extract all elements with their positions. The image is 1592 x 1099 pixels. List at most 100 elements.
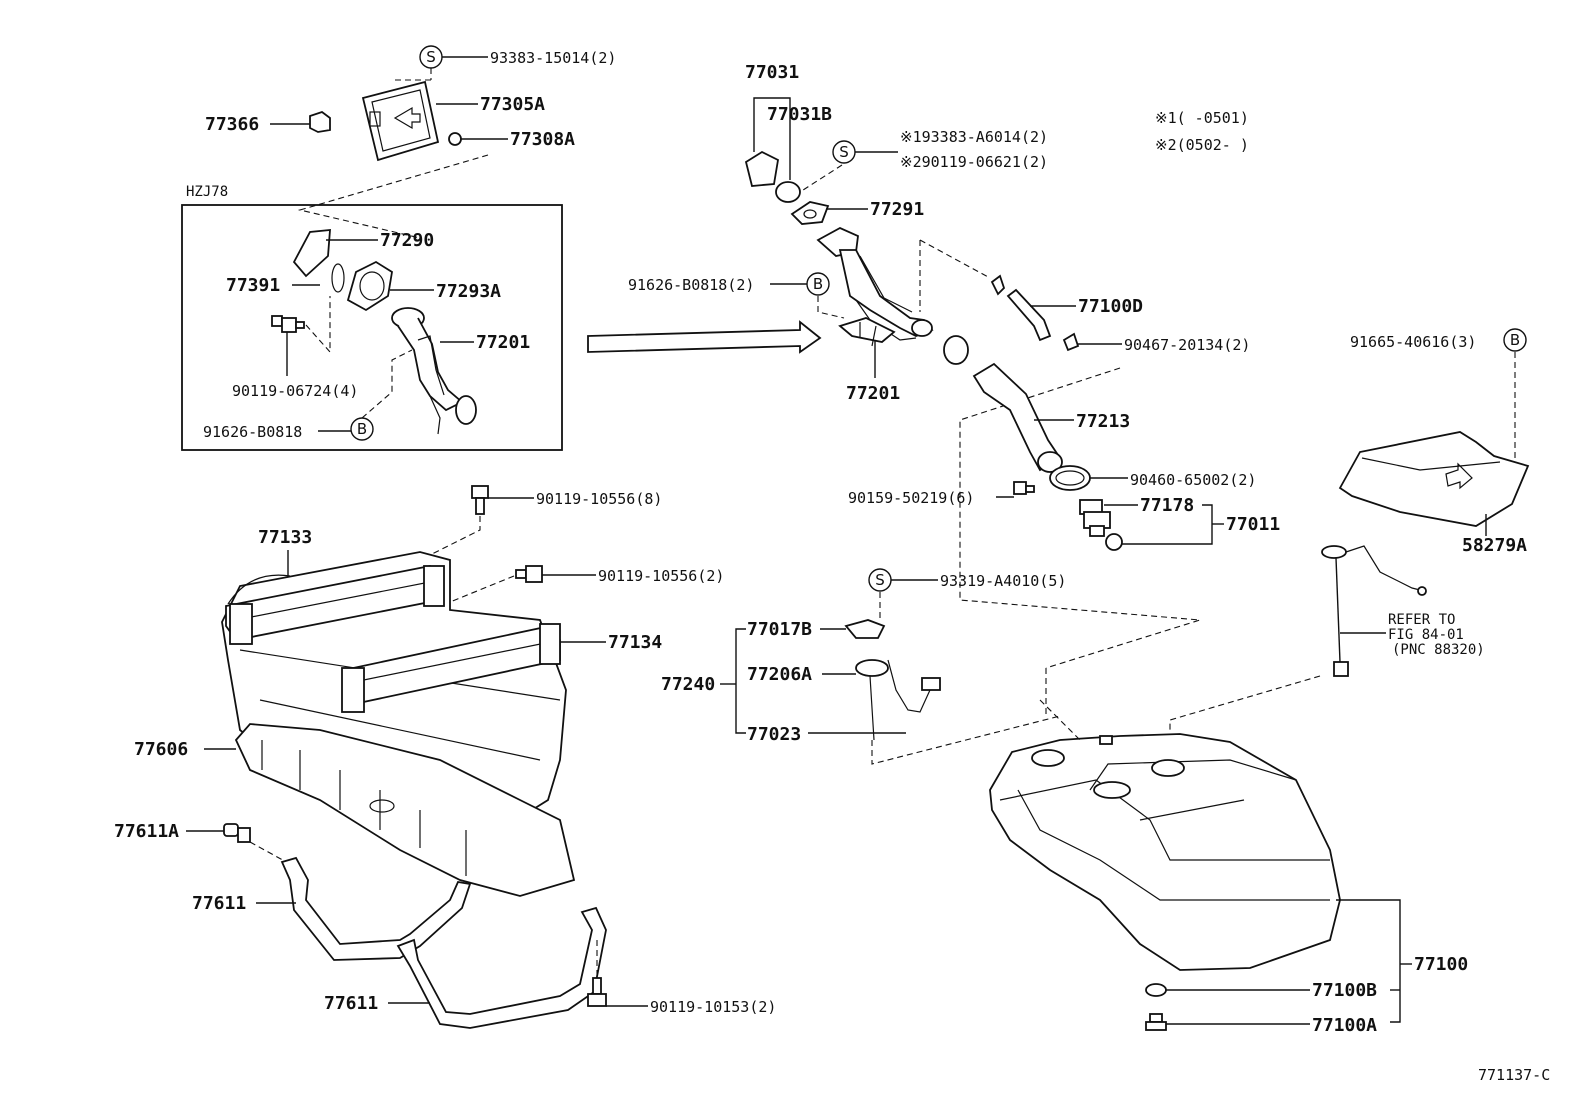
label-77031B: 77031B: [767, 104, 832, 125]
figure-id: 771137-C: [1478, 1066, 1550, 1084]
label-77201: 77201: [846, 383, 900, 404]
svg-text:S: S: [839, 143, 849, 161]
fuel-lid-part: [361, 80, 440, 162]
svg-text:S: S: [426, 48, 436, 66]
label-93319-A4010: 93319-A4010(5): [940, 572, 1066, 590]
label-77031: 77031: [745, 62, 799, 83]
hzj78-inset-box: HZJ78 77290 77391 77293A 77201 90119-067…: [181, 184, 563, 451]
label-58279A: 58279A: [1462, 535, 1527, 556]
filler-pipe-77201-box-part: [391, 307, 477, 435]
refer-line-3: (PNC 88320): [1392, 642, 1485, 658]
label-77366: 77366: [205, 114, 259, 135]
band-77611-upper-part: [280, 856, 472, 961]
note-2: ※2(0502- ): [1155, 136, 1249, 154]
clip-77366-part: [309, 110, 331, 133]
label-77178: 77178: [1140, 495, 1194, 516]
gasket-77031B-part: [775, 181, 801, 203]
label-90460-65002: 90460-65002(2): [1130, 471, 1256, 489]
label-91665-40616: 91665-40616(3): [1350, 333, 1476, 351]
label-hzj78: HZJ78: [186, 184, 228, 200]
label-90119-06724: 90119-06724(4): [232, 382, 358, 400]
plug-77100A-part: [1145, 1013, 1167, 1031]
filler-pipe-group: 77031 77031B ※193383-A6014(2) ※290119-06…: [628, 62, 1280, 669]
label-77100A: 77100A: [1312, 1015, 1377, 1036]
b-symbol-icon: [806, 272, 830, 296]
clamp-77100D-part: [990, 274, 1006, 296]
union-77178-part: [1079, 499, 1111, 537]
label-77201-box: 77201: [476, 332, 530, 353]
label-290119-06621: ※290119-06621(2): [900, 153, 1048, 171]
fuel-tank-77100-part: [989, 733, 1341, 971]
gasket-77017B-part: [844, 619, 886, 639]
bolt-90119-10153-part: [587, 977, 607, 1007]
clamp-90467-part: [1062, 332, 1080, 352]
svg-text:B: B: [813, 275, 823, 293]
cushion-77308A-part: [448, 132, 462, 146]
protector-77293A-part: [346, 260, 393, 312]
gasket-77011-part: [1105, 533, 1123, 551]
label-77133: 77133: [258, 527, 312, 548]
label-90119-10556-2: 90119-10556(2): [598, 567, 724, 585]
band-77611-lower-part: [396, 906, 607, 1029]
label-77611-a: 77611: [192, 893, 246, 914]
label-93383-15014: 93383-15014(2): [490, 49, 616, 67]
protector-group: 91665-40616(3) B 58279A REFER TO FIG 84-…: [1169, 328, 1530, 736]
clamp-upper-part: [943, 335, 969, 365]
bolt-90119-10556-8-part: [471, 485, 489, 515]
sender-unit-group: S 93319-A4010(5) 77017B 77240 77206A 770…: [661, 568, 1066, 765]
gasket-77291-part: [790, 201, 830, 225]
label-77100D: 77100D: [1078, 296, 1143, 317]
label-77206A: 77206A: [747, 664, 812, 685]
label-77293A: 77293A: [436, 281, 501, 302]
refer-line-2: FIG 84-01: [1388, 627, 1464, 643]
label-77213: 77213: [1076, 411, 1130, 432]
label-91626-B0818-box: 91626-B0818: [203, 423, 302, 441]
pin-77611A-part: [223, 823, 251, 843]
label-77100B: 77100B: [1312, 980, 1377, 1001]
label-77100: 77100: [1414, 954, 1468, 975]
bolt-90119-06724-part: [271, 315, 305, 333]
protector-58279A-part: [1338, 431, 1530, 527]
label-77291: 77291: [870, 199, 924, 220]
label-77023: 77023: [747, 724, 801, 745]
b-symbol-icon: [1503, 328, 1527, 352]
label-77308A: 77308A: [510, 129, 575, 150]
label-77305A: 77305A: [480, 94, 545, 115]
bolt-90119-10556-2-part: [515, 565, 543, 583]
refer-line-1: REFER TO: [1388, 612, 1455, 628]
label-90119-10153: 90119-10153(2): [650, 998, 776, 1016]
fuel-lid-group: S 93383-15014(2) 77305A 77366 77308A: [205, 45, 616, 239]
protector-77606-part: [234, 723, 576, 897]
label-77240: 77240: [661, 674, 715, 695]
label-91626-B0818-2: 91626-B0818(2): [628, 276, 754, 294]
gasket-77100B-part: [1145, 983, 1167, 997]
label-77011: 77011: [1226, 514, 1280, 535]
tank-band-group: 90119-10556(8) 77133 90119-10556(2): [114, 485, 776, 1029]
ring-77391-part: [331, 263, 345, 293]
label-77134: 77134: [608, 632, 662, 653]
label-77611-b: 77611: [324, 993, 378, 1014]
label-90159-50219: 90159-50219(6): [848, 489, 974, 507]
filler-pipe-77201-part: [816, 226, 934, 347]
fuel-sender-gauge-part: [1321, 545, 1427, 677]
label-90467-20134: 90467-20134(2): [1124, 336, 1250, 354]
label-77391: 77391: [226, 275, 280, 296]
cap-77031-part: [744, 150, 779, 187]
bolt-90159-part: [1013, 481, 1035, 495]
gasket-77290-part: [292, 228, 331, 278]
label-77611A: 77611A: [114, 821, 179, 842]
reference-arrow-icon: [587, 320, 822, 354]
svg-text:S: S: [875, 571, 885, 589]
label-77017B: 77017B: [747, 619, 812, 640]
label-193383-A6014: ※193383-A6014(2): [900, 128, 1048, 146]
label-77290: 77290: [380, 230, 434, 251]
svg-text:B: B: [357, 420, 367, 438]
label-77606: 77606: [134, 739, 188, 760]
sender-gauge-77206A-part: [855, 659, 941, 741]
note-1: ※1( -0501): [1155, 109, 1249, 127]
svg-text:B: B: [1510, 331, 1520, 349]
hose-77100D-part: [1006, 288, 1052, 342]
fuel-tank-main-group: 77100 77100B 77100A: [989, 668, 1468, 1036]
label-90119-10556-8: 90119-10556(8): [536, 490, 662, 508]
